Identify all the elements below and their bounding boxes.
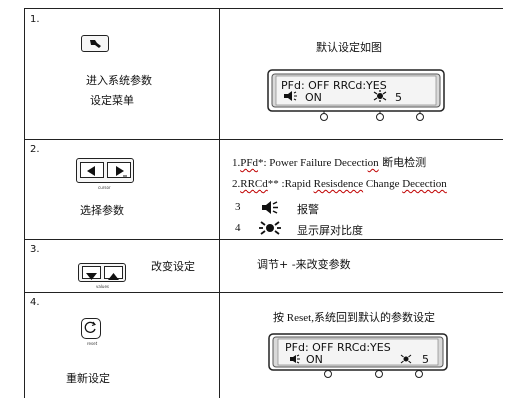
row3-left-text: 改变设定 bbox=[151, 260, 195, 273]
row1-left-line1: 进入系统参数 bbox=[86, 74, 152, 87]
contrast-icon bbox=[259, 221, 281, 235]
note-line-3-number: 3 bbox=[235, 201, 241, 213]
row-divider-3 bbox=[24, 292, 503, 293]
cursor-caption: cursor bbox=[98, 185, 111, 190]
lcd-display-reset: PFd: OFF RRCd:YES ON 5 bbox=[268, 333, 448, 378]
value-down-button[interactable] bbox=[82, 266, 101, 280]
instruction-table: 1. 进入系统参数 设定菜单 默认设定如图 PFd: OFF RRCd:YES … bbox=[24, 8, 503, 398]
speaker-icon bbox=[290, 354, 300, 364]
reset-caption: reset bbox=[87, 341, 98, 346]
step-number-4: 4. bbox=[30, 297, 40, 308]
row4-left-text: 重新设定 bbox=[66, 372, 110, 385]
arrow-right-icon bbox=[116, 166, 127, 177]
row-divider-2 bbox=[24, 239, 503, 240]
row1-right-title: 默认设定如图 bbox=[316, 41, 382, 54]
table-border-top bbox=[24, 8, 503, 9]
note-line-4-number: 4 bbox=[235, 222, 241, 234]
menu-button[interactable] bbox=[81, 35, 109, 52]
note-line-4-label: 显示屏对比度 bbox=[297, 224, 363, 237]
contrast-icon bbox=[400, 354, 412, 364]
step-number-1: 1. bbox=[30, 14, 40, 25]
note-line-3-label: 报警 bbox=[297, 203, 319, 216]
row2-left-text: 选择参数 bbox=[80, 204, 124, 217]
arrow-left-icon bbox=[87, 166, 95, 176]
note-line-1: 1.PFd*: Power Failure Decection 断电检测 bbox=[232, 156, 427, 169]
lcd-line1: PFd: OFF RRCd:YES bbox=[285, 341, 391, 354]
cursor-button-group bbox=[76, 158, 134, 183]
step-number-3: 3. bbox=[30, 244, 40, 255]
values-caption: values bbox=[96, 284, 110, 289]
lcd-alarm-state: ON bbox=[305, 91, 322, 104]
arrow-down-icon bbox=[86, 273, 97, 280]
lcd-alarm-state: ON bbox=[306, 353, 323, 366]
row1-left-line2: 设定菜单 bbox=[90, 94, 134, 107]
lcd-contrast-value: 5 bbox=[422, 353, 429, 366]
contrast-icon bbox=[373, 90, 387, 102]
row4-right-title: 按 Reset,系统回到默认的参数设定 bbox=[273, 312, 435, 324]
arrow-up-icon bbox=[108, 273, 119, 280]
step-number-2: 2. bbox=[30, 144, 40, 155]
speaker-icon bbox=[284, 91, 297, 101]
lcd-display-default: PFd: OFF RRCd:YES ON 5 bbox=[267, 69, 445, 121]
speaker-icon bbox=[262, 201, 278, 214]
cursor-right-button[interactable] bbox=[107, 162, 131, 178]
cursor-left-button[interactable] bbox=[80, 162, 104, 178]
row3-right-text: 调节+ -来改变参数 bbox=[257, 258, 351, 271]
row-divider-1 bbox=[24, 139, 503, 140]
lcd-contrast-value: 5 bbox=[395, 91, 402, 104]
column-divider bbox=[219, 8, 220, 398]
value-up-button[interactable] bbox=[104, 266, 123, 280]
reset-button[interactable] bbox=[81, 318, 101, 339]
reset-icon bbox=[84, 321, 96, 333]
table-border-left bbox=[24, 8, 25, 398]
note-line-2: 2.RRCd** :Rapid Resisdence Change Decect… bbox=[232, 178, 447, 190]
wrench-icon bbox=[90, 40, 101, 48]
values-button-group bbox=[78, 263, 126, 282]
lcd-line1: PFd: OFF RRCd:YES bbox=[281, 79, 387, 92]
